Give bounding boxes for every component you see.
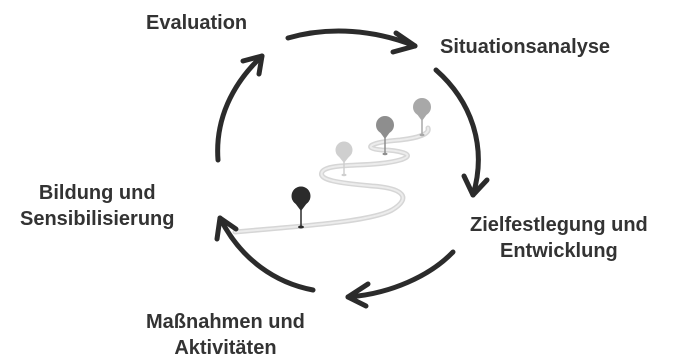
stage-label-evaluation: Evaluation — [146, 10, 247, 36]
stage-label-bildung: Bildung und Sensibilisierung — [20, 180, 174, 232]
stage-label-line: Evaluation — [146, 12, 248, 34]
map-pin-icon — [413, 98, 431, 137]
stage-label-line: Aktivitäten — [174, 337, 277, 359]
winding-road-icon — [232, 125, 431, 235]
cycle-arrow-icon — [345, 249, 456, 309]
map-pin-icon — [376, 116, 394, 156]
cycle-arrow-icon — [215, 53, 265, 163]
cycle-arrow-icon — [433, 67, 490, 198]
stage-label-line: Bildung und — [38, 182, 156, 204]
stage-label-line: Maßnahmen und — [146, 311, 305, 333]
map-pin-icon — [335, 141, 353, 177]
stage-label-line: Sensibilisierung — [20, 208, 175, 230]
stage-label-line: Situationsanalyse — [440, 36, 611, 58]
stage-label-massnahmen: Maßnahmen und Aktivitäten — [146, 309, 305, 361]
stage-label-situationsanalyse: Situationsanalyse — [440, 34, 610, 60]
stage-label-line: Entwicklung — [499, 240, 618, 262]
cycle-arrow-icon — [285, 28, 418, 55]
stage-label-line: Zielfestlegung und — [470, 214, 648, 236]
map-pin-icon — [291, 186, 311, 229]
cycle-arrow-icon — [214, 215, 316, 293]
stage-label-zielfestlegung: Zielfestlegung und Entwicklung — [470, 212, 648, 264]
